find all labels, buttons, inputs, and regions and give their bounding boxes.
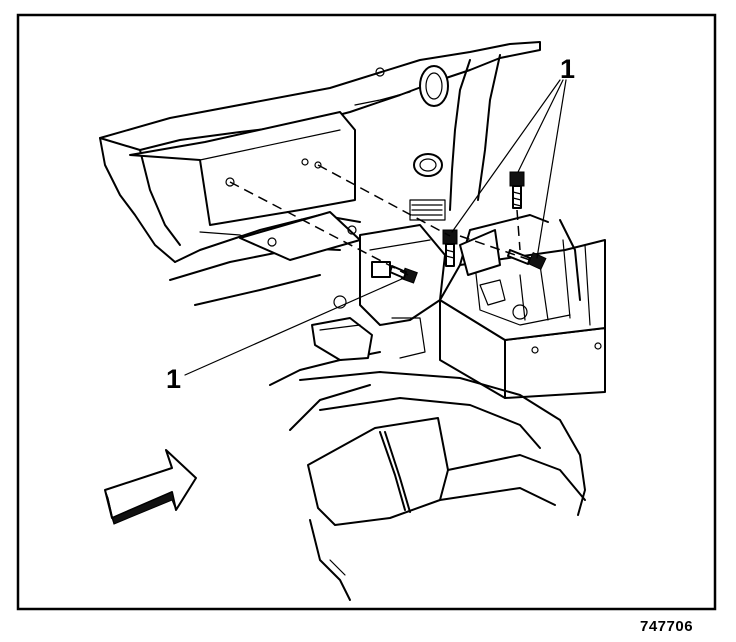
callout-1-bottom: 1 — [166, 364, 181, 394]
lower-grommet — [413, 153, 443, 177]
bolt-right — [507, 249, 547, 271]
callout-leaders — [184, 79, 567, 376]
radiator-support — [99, 41, 541, 263]
wheel-well — [299, 371, 586, 601]
mounting-bolts — [389, 171, 547, 284]
callout-1-top: 1 — [560, 54, 575, 84]
inner-fender — [169, 211, 381, 431]
battery-tray — [439, 214, 606, 399]
upper-grommet — [419, 65, 449, 107]
direction-arrow — [104, 449, 197, 525]
figure-border — [16, 13, 717, 611]
bolt-top — [509, 171, 525, 209]
figure-number: 747706 — [640, 618, 694, 635]
alignment-lines — [229, 164, 531, 276]
